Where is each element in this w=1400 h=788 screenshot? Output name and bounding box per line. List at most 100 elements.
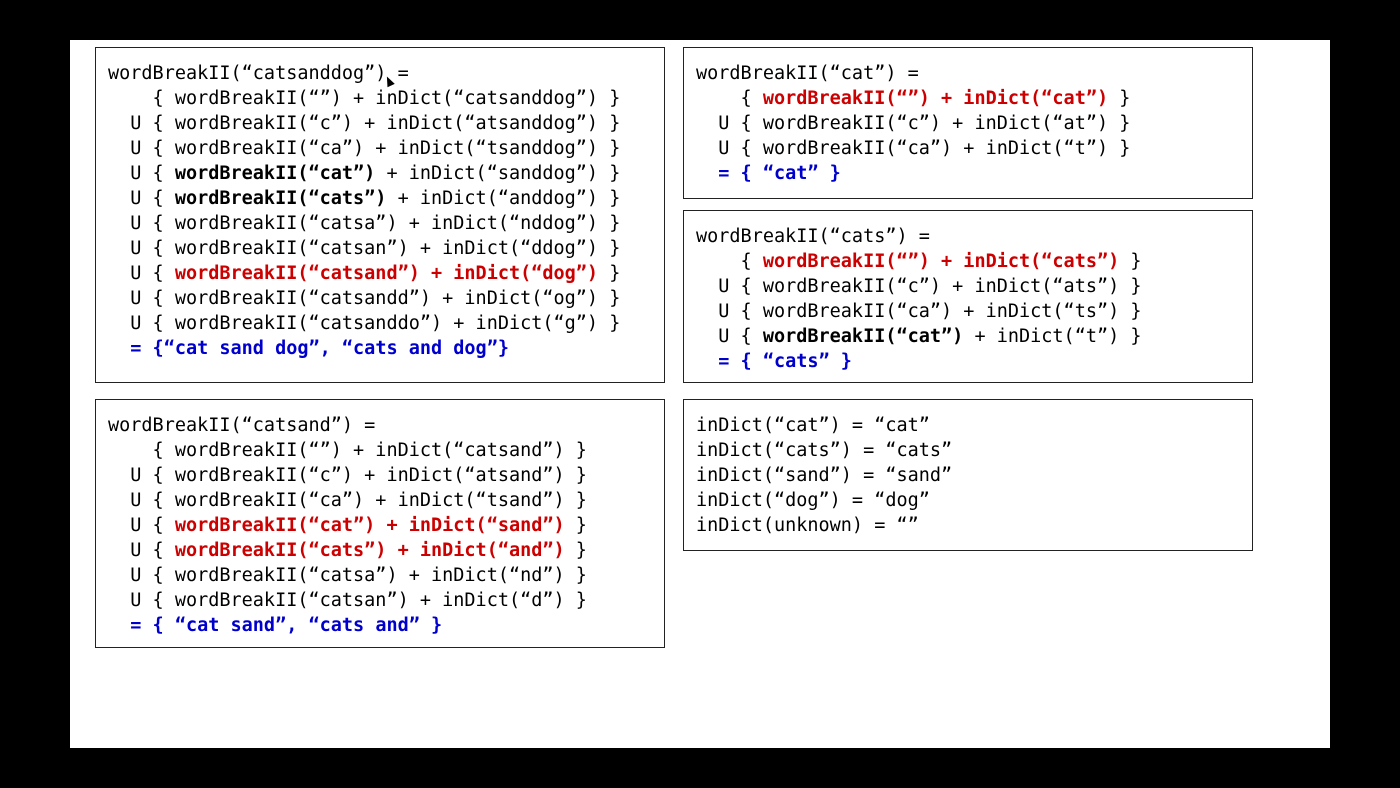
code-segment: { wordBreakII(“”) + inDict(“catsand”) }: [108, 440, 587, 461]
code-segment: = {“cat sand dog”, “cats and dog”}: [130, 338, 509, 359]
slide: wordBreakII(“catsanddog”) = { wordBreakI…: [70, 40, 1330, 748]
code-segment: [696, 163, 718, 184]
code-lines: wordBreakII(“cats”) = { wordBreakII(“”) …: [696, 224, 1142, 374]
code-segment: wordBreakII(“catsand”) + inDict(“dog”): [174, 263, 599, 284]
code-segment: }: [598, 263, 621, 284]
code-segment: + inDict(“sanddog”) }: [375, 163, 621, 184]
code-line: U { wordBreakII(“c”) + inDict(“ats”) }: [696, 274, 1142, 299]
code-line: inDict(“dog”) = “dog”: [696, 488, 952, 513]
code-segment: [696, 351, 718, 372]
code-lines: wordBreakII(“catsanddog”) = { wordBreakI…: [108, 61, 620, 361]
code-line: U { wordBreakII(“ca”) + inDict(“ts”) }: [696, 299, 1142, 324]
code-segment: }: [564, 515, 587, 536]
code-segment: inDict(“dog”) = “dog”: [696, 490, 930, 511]
code-segment: inDict(“cat”) = “cat”: [696, 415, 930, 436]
code-line: = { “cats” }: [696, 349, 1142, 374]
code-segment: inDict(unknown) = “”: [696, 515, 919, 536]
trace-box-cat: wordBreakII(“cat”) = { wordBreakII(“”) +…: [683, 47, 1253, 199]
code-line: inDict(“cats”) = “cats”: [696, 438, 952, 463]
code-segment: U {: [108, 515, 175, 536]
code-line: U { wordBreakII(“catsan”) + inDict(“d”) …: [108, 588, 587, 613]
code-line: { wordBreakII(“”) + inDict(“cat”) }: [696, 86, 1131, 111]
code-line: U { wordBreakII(“catsanddo”) + inDict(“g…: [108, 311, 620, 336]
code-line: = { “cat sand”, “cats and” }: [108, 613, 587, 638]
code-segment: U {: [696, 326, 763, 347]
trace-box-catsand: wordBreakII(“catsand”) = { wordBreakII(“…: [95, 399, 665, 648]
code-lines: wordBreakII(“catsand”) = { wordBreakII(“…: [108, 413, 587, 638]
code-line: U { wordBreakII(“c”) + inDict(“atsanddog…: [108, 111, 620, 136]
code-segment: U { wordBreakII(“catsan”) + inDict(“d”) …: [108, 590, 587, 611]
code-segment: = { “cats” }: [718, 351, 852, 372]
code-segment: }: [1108, 88, 1131, 109]
trace-box-cats: wordBreakII(“cats”) = { wordBreakII(“”) …: [683, 210, 1253, 383]
code-line: { wordBreakII(“”) + inDict(“catsanddog”)…: [108, 86, 621, 111]
code-segment: wordBreakII(“cats”) + inDict(“and”): [174, 540, 565, 561]
code-line: wordBreakII(“catsanddog”) =: [108, 61, 620, 86]
code-segment: wordBreakII(“cats”): [174, 188, 387, 209]
code-line: wordBreakII(“catsand”) =: [108, 413, 587, 438]
code-segment: U { wordBreakII(“catsan”) + inDict(“ddog…: [108, 238, 621, 259]
code-segment: U { wordBreakII(“c”) + inDict(“atsand”) …: [108, 465, 587, 486]
code-segment: wordBreakII(“cat”) + inDict(“sand”): [174, 515, 565, 536]
code-line: U { wordBreakII(“catsandd”) + inDict(“og…: [108, 286, 620, 311]
code-lines: inDict(“cat”) = “cat” inDict(“cats”) = “c…: [696, 413, 952, 538]
code-segment: U {: [108, 163, 175, 184]
code-line: wordBreakII(“cats”) =: [696, 224, 1142, 249]
code-line: { wordBreakII(“”) + inDict(“cats”) }: [696, 249, 1142, 274]
code-segment: wordBreakII(“cat”): [174, 163, 376, 184]
code-line: = { “cat” }: [696, 161, 1130, 186]
code-segment: {: [696, 251, 763, 272]
code-segment: U { wordBreakII(“c”) + inDict(“ats”) }: [696, 276, 1142, 297]
code-segment: {: [696, 88, 763, 109]
code-line: U { wordBreakII(“c”) + inDict(“atsand”) …: [108, 463, 587, 488]
code-segment: wordBreakII(“catsanddog”) =: [108, 63, 409, 84]
code-segment: U { wordBreakII(“catsandd”) + inDict(“og…: [108, 288, 621, 309]
code-line: inDict(“cat”) = “cat”: [696, 413, 952, 438]
code-segment: U { wordBreakII(“catsa”) + inDict(“nddog…: [108, 213, 621, 234]
trace-box-catsanddog: wordBreakII(“catsanddog”) = { wordBreakI…: [95, 47, 665, 383]
code-line: U { wordBreakII(“cats”) + inDict(“anddog…: [108, 186, 620, 211]
code-segment: inDict(“cats”) = “cats”: [696, 440, 953, 461]
code-line: U { wordBreakII(“ca”) + inDict(“tsand”) …: [108, 488, 587, 513]
code-line: U { wordBreakII(“catsa”) + inDict(“nddog…: [108, 211, 620, 236]
code-segment: wordBreakII(“”) + inDict(“cats”): [762, 251, 1120, 272]
code-line: U { wordBreakII(“cat”) + inDict(“t”) }: [696, 324, 1142, 349]
code-segment: U { wordBreakII(“c”) + inDict(“atsanddog…: [108, 113, 621, 134]
code-segment: = { “cat” }: [718, 163, 841, 184]
code-segment: U { wordBreakII(“ca”) + inDict(“tsand”) …: [108, 490, 587, 511]
code-line: U { wordBreakII(“catsa”) + inDict(“nd”) …: [108, 563, 587, 588]
code-line: = {“cat sand dog”, “cats and dog”}: [108, 336, 620, 361]
code-segment: U { wordBreakII(“catsanddo”) + inDict(“g…: [108, 313, 621, 334]
code-segment: wordBreakII(“cat”) =: [696, 63, 919, 84]
code-segment: U { wordBreakII(“c”) + inDict(“at”) }: [696, 113, 1131, 134]
code-segment: U { wordBreakII(“ca”) + inDict(“ts”) }: [696, 301, 1142, 322]
code-segment: + inDict(“t”) }: [963, 326, 1142, 347]
code-segment: { wordBreakII(“”) + inDict(“catsanddog”)…: [108, 88, 621, 109]
code-segment: wordBreakII(“cats”) =: [696, 226, 930, 247]
code-segment: U {: [108, 540, 175, 561]
code-line: inDict(unknown) = “”: [696, 513, 952, 538]
code-segment: + inDict(“anddog”) }: [386, 188, 621, 209]
code-line: inDict(“sand”) = “sand”: [696, 463, 952, 488]
code-segment: [108, 615, 130, 636]
code-segment: = { “cat sand”, “cats and” }: [130, 615, 443, 636]
code-segment: wordBreakII(“catsand”) =: [108, 415, 376, 436]
code-lines: wordBreakII(“cat”) = { wordBreakII(“”) +…: [696, 61, 1130, 186]
code-segment: U {: [108, 263, 175, 284]
code-line: U { wordBreakII(“c”) + inDict(“at”) }: [696, 111, 1130, 136]
code-segment: wordBreakII(“”) + inDict(“cat”): [762, 88, 1109, 109]
code-line: U { wordBreakII(“cat”) + inDict(“sanddog…: [108, 161, 620, 186]
code-line: U { wordBreakII(“catsand”) + inDict(“dog…: [108, 261, 620, 286]
code-segment: U { wordBreakII(“ca”) + inDict(“tsanddog…: [108, 138, 621, 159]
code-line: U { wordBreakII(“catsan”) + inDict(“ddog…: [108, 236, 620, 261]
code-line: { wordBreakII(“”) + inDict(“catsand”) }: [108, 438, 587, 463]
code-segment: wordBreakII(“cat”): [762, 326, 964, 347]
code-line: wordBreakII(“cat”) =: [696, 61, 1130, 86]
code-line: U { wordBreakII(“cats”) + inDict(“and”) …: [108, 538, 587, 563]
code-segment: }: [564, 540, 587, 561]
code-segment: inDict(“sand”) = “sand”: [696, 465, 953, 486]
code-segment: U {: [108, 188, 175, 209]
code-segment: U { wordBreakII(“ca”) + inDict(“t”) }: [696, 138, 1131, 159]
code-line: U { wordBreakII(“cat”) + inDict(“sand”) …: [108, 513, 587, 538]
code-line: U { wordBreakII(“ca”) + inDict(“t”) }: [696, 136, 1130, 161]
